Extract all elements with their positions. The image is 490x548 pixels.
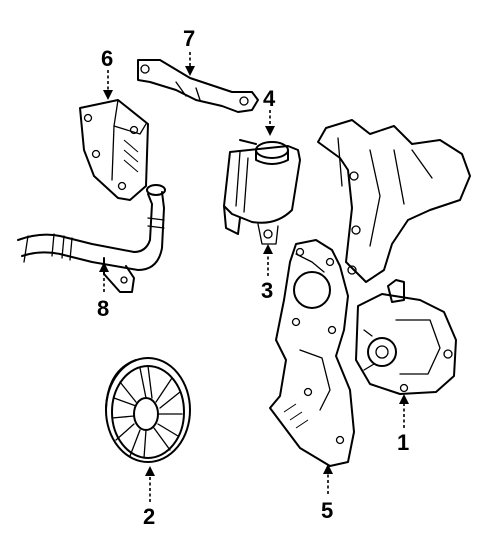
arrowhead-7 [185,66,195,76]
arrowhead-6 [103,90,113,100]
part-1-pump [355,279,457,395]
part-7-bracket [137,59,259,113]
leaders [99,52,409,502]
arrowhead-5 [323,464,333,474]
part-8-hose [17,184,166,293]
callout-6: 6 [101,46,113,71]
arrowhead-1 [399,394,409,404]
callout-labels: 7 6 4 8 3 1 2 5 [97,26,409,529]
callout-4: 4 [263,86,276,111]
part-2-pulley [105,357,191,463]
part-5-mounting-plate [269,239,355,467]
callout-8: 8 [97,296,109,321]
callout-3: 3 [261,278,273,303]
arrowhead-3 [263,244,273,254]
callout-5: 5 [321,498,333,523]
part-4-reservoir [223,139,301,245]
arrowhead-2 [145,466,155,476]
arrowhead-4 [265,126,275,136]
part-6-bracket-plate [79,99,149,201]
callout-1: 1 [397,430,409,455]
callout-2: 2 [143,504,155,529]
engine-mount-outline [317,119,471,283]
callout-7: 7 [183,26,195,51]
arrowhead-8 [99,262,109,272]
